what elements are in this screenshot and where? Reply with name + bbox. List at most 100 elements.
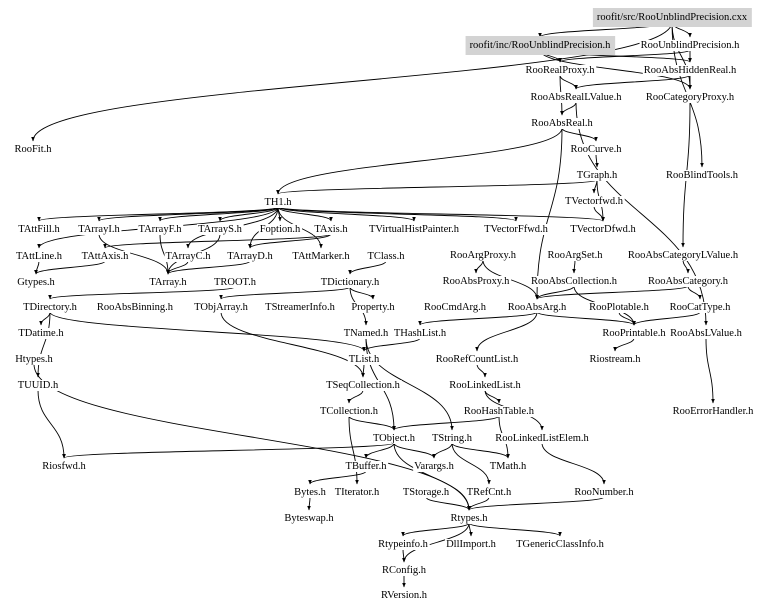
graph-node-taxis[interactable]: TAxis.h (313, 224, 350, 235)
graph-node-rooabsbinning[interactable]: RooAbsBinning.h (95, 302, 175, 313)
edge-RooArgProxy-to-RooAbsProxy (474, 259, 484, 274)
graph-node-trefcnt[interactable]: TRefCnt.h (465, 487, 514, 498)
graph-node-tlist[interactable]: TList.h (347, 354, 382, 365)
graph-node-roorefcountlist[interactable]: RooRefCountList.h (434, 354, 521, 365)
graph-node-roolinkedlist[interactable]: RooLinkedList.h (448, 380, 523, 391)
graph-node-rooprintable[interactable]: RooPrintable.h (601, 328, 668, 339)
node-background (462, 406, 536, 417)
graph-node-rooblindtools[interactable]: RooBlindTools.h (665, 170, 740, 181)
graph-node-riosfwd[interactable]: Riosfwd.h (41, 461, 88, 472)
node-background (546, 250, 605, 261)
graph-node-roocattype[interactable]: RooCatType.h (668, 302, 733, 313)
graph-node-tattmarker[interactable]: TAttMarker.h (291, 251, 352, 262)
graph-node-tclass[interactable]: TClass.h (366, 251, 407, 262)
graph-node-troot[interactable]: TROOT.h (212, 277, 258, 288)
graph-node-tcollection[interactable]: TCollection.h (318, 406, 380, 417)
graph-node-tobjarray[interactable]: TObjArray.h (193, 302, 250, 313)
graph-node-tstring[interactable]: TString.h (431, 433, 474, 444)
graph-node-tvectordfwd[interactable]: TVectorDfwd.h (569, 224, 638, 235)
graph-node-tarrayi[interactable]: TArrayI.h (77, 224, 122, 235)
graph-node-rooabshiddenreal[interactable]: RooAbsHiddenReal.h (642, 65, 738, 76)
graph-node-tvectorfwd[interactable]: TVectorfwd.h (563, 196, 625, 207)
graph-node-rooargproxy[interactable]: RooArgProxy.h (449, 250, 518, 261)
graph-node-tgenericclassinfo[interactable]: TGenericClassInfo.h (515, 539, 606, 550)
graph-node-rooabslvalue[interactable]: RooAbsLValue.h (669, 328, 744, 339)
graph-node-tattline[interactable]: TAttLine.h (14, 251, 64, 262)
graph-node-tattaxis[interactable]: TAttAxis.h (80, 251, 131, 262)
graph-node-rooabsreallvalue[interactable]: RooAbsRealLValue.h (529, 92, 624, 103)
graph-node-varargs[interactable]: Varargs.h (413, 461, 456, 472)
graph-node-tobject[interactable]: TObject.h (371, 433, 417, 444)
graph-node-th1[interactable]: TH1.h (263, 197, 294, 208)
graph-node-rooerrorhandler[interactable]: RooErrorHandler.h (671, 406, 756, 417)
graph-node-roorealproxy[interactable]: RooRealProxy.h (524, 65, 597, 76)
graph-node-src[interactable]: roofit/src/RooUnblindPrecision.cxx (592, 8, 752, 27)
graph-node-dllimport[interactable]: DllImport.h (445, 539, 498, 550)
graph-node-thashlist[interactable]: THashList.h (392, 328, 448, 339)
node-background (449, 250, 518, 261)
graph-node-rooabsproxy[interactable]: RooAbsProxy.h (441, 276, 512, 287)
graph-node-tstorage[interactable]: TStorage.h (401, 487, 451, 498)
graph-node-roohashtable[interactable]: RooHashTable.h (462, 406, 536, 417)
graph-node-tarrayd[interactable]: TArrayD.h (226, 251, 275, 262)
graph-node-roocurve[interactable]: RooCurve.h (569, 144, 624, 155)
graph-node-htypes[interactable]: Htypes.h (14, 354, 55, 365)
edge-TH1-to-TAxis (277, 206, 333, 222)
graph-node-tgraph[interactable]: TGraph.h (575, 170, 620, 181)
graph-node-tnamed[interactable]: TNamed.h (342, 328, 391, 339)
graph-node-tbuffer[interactable]: TBuffer.h (344, 461, 389, 472)
edge-TDirectory-to-TDatime (39, 311, 51, 326)
graph-node-roounblindprecision[interactable]: RooUnblindPrecision.h (639, 40, 742, 51)
graph-node-property[interactable]: Property.h (350, 302, 397, 313)
graph-node-inc[interactable]: roofit/inc/RooUnblindPrecision.h (465, 36, 616, 55)
node-background (313, 224, 350, 235)
graph-node-roolinkedlistelem[interactable]: RooLinkedListElem.h (494, 433, 591, 444)
graph-node-tarrayf[interactable]: TArrayF.h (137, 224, 184, 235)
node-label: RooAbsLValue.h (670, 328, 742, 339)
graph-node-rooargset[interactable]: RooArgSet.h (546, 250, 605, 261)
graph-node-bytes[interactable]: Bytes.h (293, 487, 328, 498)
graph-node-gtypes[interactable]: Gtypes.h (16, 277, 57, 288)
graph-node-tseqcollection[interactable]: TSeqCollection.h (325, 380, 402, 391)
edge-TCollection-to-TObject (348, 415, 396, 431)
graph-node-roocategoryproxy[interactable]: RooCategoryProxy.h (644, 92, 736, 103)
graph-node-rconfig[interactable]: RConfig.h (380, 565, 428, 576)
graph-node-tdatime[interactable]: TDatime.h (17, 328, 66, 339)
graph-node-rtypeinfo[interactable]: Rtypeinfo.h (377, 539, 430, 550)
graph-node-rversion[interactable]: RVersion.h (379, 590, 429, 601)
graph-node-tdirectory[interactable]: TDirectory.h (22, 302, 79, 313)
graph-node-titerator[interactable]: TIterator.h (333, 487, 382, 498)
graph-node-roonumber[interactable]: RooNumber.h (573, 487, 636, 498)
node-background (529, 92, 624, 103)
node-label: TStorage.h (403, 487, 450, 498)
graph-node-rooabsreal[interactable]: RooAbsReal.h (530, 118, 595, 129)
graph-node-roocmdarg[interactable]: RooCmdArg.h (423, 302, 488, 313)
node-background (601, 328, 668, 339)
graph-node-rooabsarg[interactable]: RooAbsArg.h (506, 302, 568, 313)
edge-RooAbsHiddenReal-to-RooAbsRealLValue (574, 74, 691, 90)
graph-node-tvirtualhistpainter[interactable]: TVirtualHistPainter.h (367, 224, 461, 235)
graph-node-rooabscollection[interactable]: RooAbsCollection.h (529, 276, 619, 287)
graph-node-rtypes[interactable]: Rtypes.h (449, 513, 490, 524)
edge-RooAbsArg-to-THashList (418, 311, 538, 326)
graph-node-tattfill[interactable]: TAttFill.h (17, 224, 62, 235)
edge-RooAbsArg-to-RooRefCountList (475, 311, 538, 352)
graph-node-foption[interactable]: Foption.h (258, 224, 303, 235)
graph-node-tarray[interactable]: TArray.h (148, 277, 189, 288)
graph-node-byteswap[interactable]: Byteswap.h (283, 513, 336, 524)
graph-node-tstreamerinfo[interactable]: TStreamerInfo.h (264, 302, 337, 313)
graph-node-rooabscategory[interactable]: RooAbsCategory.h (646, 276, 730, 287)
graph-node-tuuid[interactable]: TUUID.h (16, 380, 61, 391)
graph-node-rooplotable[interactable]: RooPlotable.h (588, 302, 651, 313)
node-background (431, 433, 474, 444)
graph-node-roofit[interactable]: RooFit.h (13, 144, 54, 155)
node-label: RooPlotable.h (589, 302, 650, 313)
graph-node-tvectorffwd[interactable]: TVectorFfwd.h (483, 224, 550, 235)
graph-node-tarrays[interactable]: TArrayS.h (197, 224, 244, 235)
graph-node-riostream[interactable]: Riostream.h (588, 354, 643, 365)
graph-node-rooabscategorylvalue[interactable]: RooAbsCategoryLValue.h (626, 250, 740, 261)
graph-node-tmath[interactable]: TMath.h (488, 461, 528, 472)
graph-node-tarrayc[interactable]: TArrayC.h (164, 251, 213, 262)
node-label: Riosfwd.h (42, 461, 86, 472)
graph-node-tdictionary[interactable]: TDictionary.h (319, 277, 382, 288)
